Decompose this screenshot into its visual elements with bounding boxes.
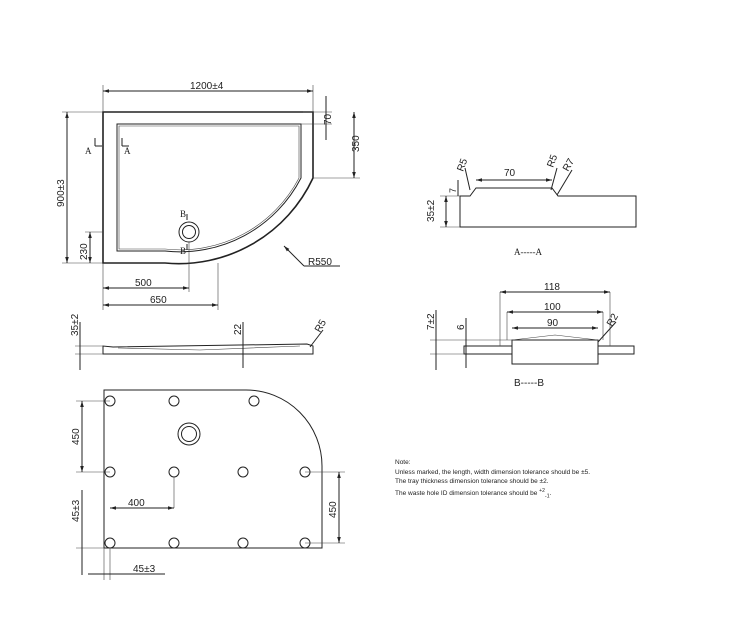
section-b-6-label: 6 xyxy=(456,324,467,330)
section-b-waste xyxy=(511,339,599,365)
section-b: 118 100 90 R2 7±2 6 B-----B xyxy=(426,282,635,389)
note-line-2: The tray thickness dimension tolerance s… xyxy=(395,478,549,485)
note-title: Note: xyxy=(395,459,411,466)
dim-width-label: 1200±4 xyxy=(190,81,224,92)
section-a-label-right: A xyxy=(124,146,131,156)
note-line-3-suffix: . xyxy=(549,489,552,497)
dim-450-left-label: 450 xyxy=(71,428,82,445)
tray-inner-edge-2 xyxy=(118,125,300,251)
dim-230-label: 230 xyxy=(79,243,90,260)
section-a-7-label: 7 xyxy=(448,188,458,193)
section-b-r2: R2 xyxy=(605,312,621,329)
foot xyxy=(237,466,249,478)
side-view: 35±2 22 R5 xyxy=(70,313,329,370)
section-a-label-left: A xyxy=(85,146,92,156)
section-b-tray-left xyxy=(463,345,513,355)
dim-45-horiz-label: 45±3 xyxy=(133,564,156,575)
note-line-3-prefix: The waste hole ID dimension tolerance sh… xyxy=(395,489,540,497)
section-a-r5-mid: R5 xyxy=(545,153,560,169)
foot xyxy=(168,395,180,407)
dim-depth-label: 900±3 xyxy=(56,179,67,207)
section-a: 70 R5 R5 R7 35±2 7 A-----A xyxy=(426,153,637,257)
dim-500-label: 500 xyxy=(135,278,152,289)
bottom-view: 450 45±3 400 45±3 450 xyxy=(71,389,345,580)
tray-inner-edge xyxy=(116,123,302,253)
r5-leader xyxy=(309,329,324,348)
tray-outline xyxy=(102,111,314,265)
section-b-tray-right xyxy=(597,345,635,355)
dim-35-label: 35±2 xyxy=(70,313,81,336)
section-a-70-label: 70 xyxy=(504,168,516,179)
dim-70-label: 70 xyxy=(323,113,334,125)
foot xyxy=(168,466,180,478)
bottom-waste-hole xyxy=(177,422,201,446)
dim-450-right-label: 450 xyxy=(328,501,339,518)
section-a-r7-leader xyxy=(556,169,573,196)
dim-r5-label: R5 xyxy=(313,318,329,335)
section-a-35-label: 35±2 xyxy=(426,199,437,222)
section-a-r7: R7 xyxy=(561,157,577,174)
dim-400-label: 400 xyxy=(128,498,145,509)
section-a-r5-left: R5 xyxy=(455,157,470,173)
section-a-r5-mid-leader xyxy=(550,167,558,191)
dim-22-label: 22 xyxy=(233,323,244,335)
note-tol-plus: +2 xyxy=(539,487,545,494)
foot xyxy=(104,537,116,549)
section-b-100-label: 100 xyxy=(544,302,561,313)
section-a-r5-left-leader xyxy=(464,167,471,191)
side-profile xyxy=(102,343,314,355)
dim-r550-label: R550 xyxy=(308,257,332,268)
dim-650-label: 650 xyxy=(150,295,167,306)
foot xyxy=(248,395,260,407)
section-b-dome xyxy=(511,334,599,341)
section-b-title: B-----B xyxy=(514,378,544,389)
note-line-3: The waste hole ID dimension tolerance sh… xyxy=(395,487,695,502)
foot xyxy=(168,537,180,549)
section-b-r2-leader xyxy=(597,321,617,343)
waste-hole-inner xyxy=(182,225,196,239)
section-a-marker-left xyxy=(94,138,102,147)
side-slope xyxy=(117,345,301,351)
note-line-1: Unless marked, the length, width dimensi… xyxy=(395,468,591,476)
note-tol-minus: -1 xyxy=(544,492,550,499)
section-b-90-label: 90 xyxy=(547,318,559,329)
section-b-label-top: B xyxy=(180,209,186,219)
section-a-title: A-----A xyxy=(514,247,542,257)
drawing-note: Note: Unless marked, the length, width d… xyxy=(395,458,695,501)
section-b-118-label: 118 xyxy=(544,282,560,293)
section-a-marker-right xyxy=(121,138,129,147)
section-a-body xyxy=(459,187,637,228)
bottom-waste-hole-inner xyxy=(181,426,197,442)
dim-350-label: 350 xyxy=(351,135,362,152)
r550-leader xyxy=(283,245,305,267)
foot xyxy=(237,537,249,549)
top-view: A A B B 1200±4 70 350 900±3 230 R550 xyxy=(56,81,362,310)
dim-45-vert-label: 45±3 xyxy=(71,499,82,522)
section-b-7-label: 7±2 xyxy=(426,313,437,330)
section-b-label-bottom: B xyxy=(180,246,186,256)
bottom-outline xyxy=(103,389,323,549)
